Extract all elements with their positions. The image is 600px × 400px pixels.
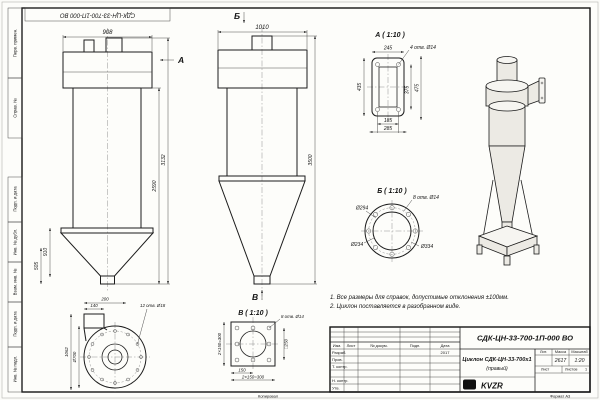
format-label: Формат А3 — [550, 394, 571, 399]
top-stamp-code: СДК-ЦН-33-700-1П-000 ВО — [60, 12, 135, 18]
tb-name-line2: (правый) — [486, 365, 508, 372]
dim-side-width: 1010 — [255, 25, 269, 31]
tb-col-list: Лист — [347, 343, 356, 348]
side-view: 1010 Б В 3500 — [217, 11, 317, 302]
dim-b-334: Ø334 — [420, 244, 433, 250]
tb-row-prov: Пров. — [332, 357, 343, 362]
detail-a: А ( 1:10 ) 245 4 отв. Ø14 435 375 475 18… — [357, 32, 436, 134]
dim-fan-700: Ø700 — [72, 351, 77, 363]
dim-front-body: 2590 — [152, 180, 158, 192]
tb-lit-label: Лит. — [540, 350, 547, 354]
dim-a-475: 475 — [415, 84, 421, 93]
dim-a-holes: 4 отв. Ø14 — [410, 45, 436, 51]
tb-doc-code: СДК-ЦН-33-700-1П-000 ВО — [477, 334, 573, 343]
dim-fan-1062: 1062 — [64, 347, 69, 357]
dim-fan-140: 140 — [90, 303, 98, 308]
margin-stamps: Перв. примен. Справ. № Подп. и дата Инв.… — [7, 7, 23, 393]
dim-side-height: 3500 — [308, 154, 314, 165]
notes: 1. Все размеры для справок, допустимые о… — [329, 295, 509, 310]
detail-b: Б ( 1:10 ) 8 отв. Ø14 Ø294 Ø234 Ø334 — [350, 188, 439, 262]
dim-front-width: 908 — [102, 30, 113, 36]
tb-row-razrab: Разраб. — [332, 350, 346, 355]
fan-view: 200 140 12 отв. Ø18 Ø700 1062 — [64, 297, 166, 392]
tb-scale-value: 1:20 — [574, 358, 584, 364]
dim-v-holes: 8 отв. Ø14 — [281, 314, 304, 319]
dim-fan-holes: 12 отв. Ø18 — [140, 303, 166, 308]
detail-v-title: В ( 1:10 ) — [238, 310, 268, 317]
tb-masshtab-label: Масштаб — [571, 350, 588, 354]
dim-v-300: 2×150=300 — [241, 375, 265, 380]
dim-a-245: 245 — [383, 46, 393, 52]
bottom-margin: Копировал Формат А3 — [258, 394, 571, 399]
dim-v-side: 2×150=300 — [217, 332, 222, 356]
dim-front-outlet: 505 — [34, 262, 40, 271]
tb-logo-text: KVZR — [481, 382, 503, 391]
tb-col-podp: Подп. — [410, 343, 421, 348]
margin-label-sprav: Справ. № — [13, 98, 18, 118]
dim-a-375: 375 — [405, 86, 411, 95]
kopiroval-label: Копировал — [258, 394, 279, 399]
tb-logo-mark: K — [467, 382, 472, 388]
dim-a-435: 435 — [357, 83, 363, 92]
tb-row-utv: Утв. — [332, 386, 340, 391]
tb-col-izm: Изм. — [333, 343, 342, 348]
tb-name-line1: Циклон СДК-ЦН-33-700х1 — [462, 357, 531, 363]
top-stamp: СДК-ЦН-33-700-1П-000 ВО — [24, 7, 171, 22]
dim-a-285: 285 — [383, 126, 393, 132]
detail-a-title: А ( 1:10 ) — [374, 32, 405, 39]
margin-label-inv-dubl: Инв. № дубл. — [13, 229, 18, 256]
section-label-a: А — [177, 55, 184, 65]
dim-b-holes: 8 отв. Ø14 — [413, 195, 439, 201]
iso-view — [476, 56, 546, 266]
tb-massa-label: Масса — [555, 350, 567, 354]
tb-col-data: Дата — [441, 343, 451, 348]
section-label-v: В — [252, 292, 258, 302]
margin-label-podp1: Подп. и дата — [13, 186, 18, 212]
margin-label-inv-podl: Инв. № подл. — [13, 356, 18, 383]
detail-b-title: Б ( 1:10 ) — [377, 188, 407, 195]
tb-col-ndoc: № докум. — [370, 343, 388, 348]
dim-v-square: □250 — [284, 338, 289, 349]
dim-front-total: 3132 — [161, 154, 167, 165]
detail-v: В ( 1:10 ) 8 отв. Ø14 150 2×150=300 2×15… — [217, 310, 304, 382]
dim-fan-200: 200 — [100, 297, 109, 302]
dim-b-294: Ø294 — [355, 206, 368, 212]
dim-v-150: 150 — [238, 368, 246, 373]
dim-b-234: Ø234 — [350, 242, 363, 248]
margin-label-podp2: Подп. и дата — [13, 311, 18, 337]
margin-label-vzam: Взам. инв. № — [13, 268, 18, 295]
tb-listov-label: Листов — [565, 368, 577, 372]
title-block: Изм. Лист № докум. Подп. Дата Разраб. 20… — [329, 326, 591, 393]
tb-row-tkontr: Т. контр. — [332, 364, 348, 369]
tb-massa-value: 2617 — [554, 358, 568, 364]
tb-row-nkontr: Н. контр. — [332, 378, 349, 383]
note-1: 1. Все размеры для справок, допустимые о… — [330, 295, 509, 301]
front-view: 908 А 910 505 2590 3132 — [34, 28, 184, 292]
note-2: 2. Циклон поставляется в разобранном вид… — [329, 304, 460, 310]
tb-listov-value: 1 — [585, 368, 587, 372]
section-label-b: Б — [234, 11, 240, 21]
tb-date: 2017 — [441, 350, 451, 355]
dim-a-185: 185 — [384, 118, 393, 124]
dim-front-cone: 910 — [43, 248, 49, 257]
tb-list-label: Лист — [541, 368, 550, 372]
margin-label-perv: Перв. примен. — [13, 29, 18, 58]
